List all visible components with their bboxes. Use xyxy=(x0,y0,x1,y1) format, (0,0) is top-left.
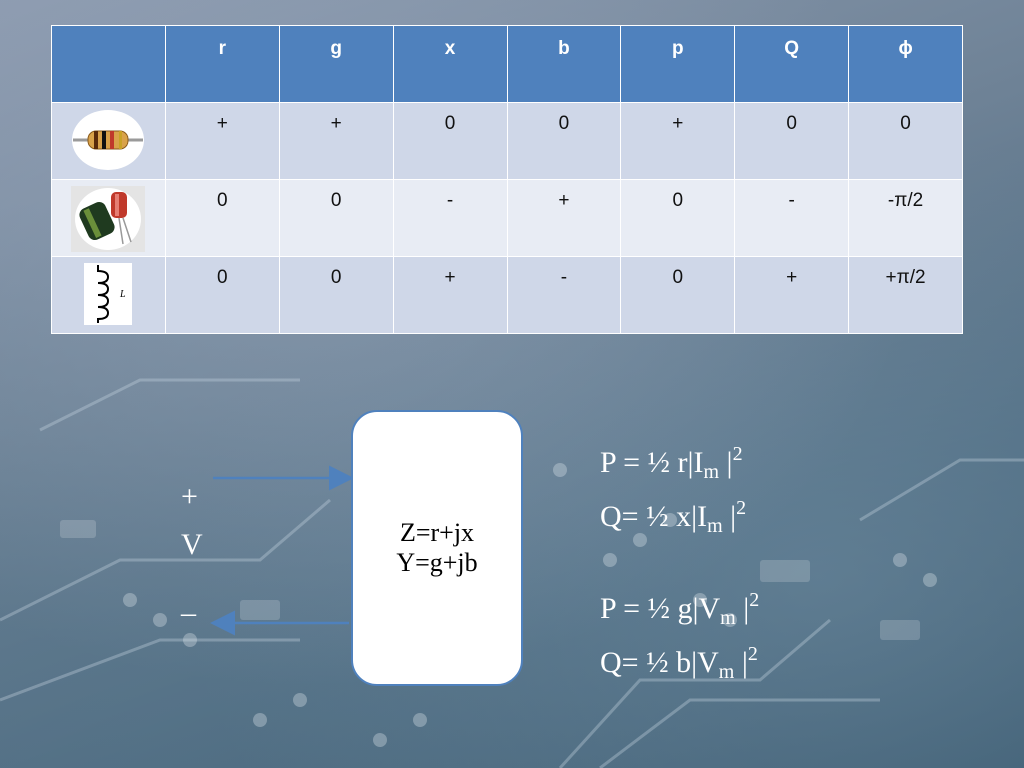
inductor-icon: L xyxy=(84,263,133,325)
header-r: r xyxy=(164,25,280,103)
cell-q: + xyxy=(734,256,850,334)
header-b: b xyxy=(506,25,622,103)
header-phi: ϕ xyxy=(848,25,963,103)
cell-x: - xyxy=(392,179,508,257)
cell-r: 0 xyxy=(164,256,280,334)
cell-q: 0 xyxy=(734,102,850,180)
table-row: L 0 0 + - 0 + +π/2 xyxy=(51,256,963,334)
cell-phi: 0 xyxy=(848,102,963,180)
row-icon-cell xyxy=(51,102,166,180)
cell-g: 0 xyxy=(278,256,394,334)
header-corner xyxy=(51,25,166,103)
cell-p: 0 xyxy=(620,256,736,334)
impedance-text: Z=r+jx xyxy=(399,518,475,547)
cell-p: + xyxy=(620,102,736,180)
cell-b: + xyxy=(506,179,622,257)
cell-phi: -π/2 xyxy=(848,179,963,257)
cell-q: - xyxy=(734,179,850,257)
cell-b: 0 xyxy=(506,102,622,180)
cell-g: 0 xyxy=(278,179,394,257)
minus-terminal-label: _ xyxy=(181,586,196,619)
formula-line: Q= ½ b|Vm |2 xyxy=(600,643,758,683)
voltage-label: V xyxy=(181,528,203,561)
formula-line: Q= ½ x|Im |2 xyxy=(600,497,747,537)
cell-p: 0 xyxy=(620,179,736,257)
cell-r: 0 xyxy=(164,179,280,257)
row-icon-cell: L xyxy=(51,256,166,334)
plus-terminal-label: + xyxy=(181,480,198,513)
table-row: 0 0 - + 0 - -π/2 xyxy=(51,179,963,257)
row-icon-cell xyxy=(51,179,166,257)
header-q: Q xyxy=(734,25,850,103)
admittance-text: Y=g+jb xyxy=(396,548,478,577)
impedance-block: Z=r+jx Y=g+jb xyxy=(351,410,523,686)
cell-x: 0 xyxy=(392,102,508,180)
header-p: p xyxy=(620,25,736,103)
header-x: x xyxy=(392,25,508,103)
table-row: + + 0 0 + 0 0 xyxy=(51,102,963,180)
power-formulas: P = ½ r|Im |2 Q= ½ x|Im |2 P = ½ g|Vm |2… xyxy=(600,436,759,690)
cell-b: - xyxy=(506,256,622,334)
cell-x: + xyxy=(392,256,508,334)
cell-g: + xyxy=(278,102,394,180)
formula-spacer xyxy=(600,544,759,582)
formula-line: P = ½ g|Vm |2 xyxy=(600,589,760,629)
cell-r: + xyxy=(164,102,280,180)
header-g: g xyxy=(278,25,394,103)
component-properties-table: r g x b p Q ϕ + + 0 0 + 0 xyxy=(51,25,963,334)
svg-text:L: L xyxy=(119,289,126,300)
resistor-icon xyxy=(72,110,145,170)
cell-phi: +π/2 xyxy=(848,256,963,334)
formula-line: P = ½ r|Im |2 xyxy=(600,443,743,483)
capacitor-icon xyxy=(71,186,146,252)
table-header-row: r g x b p Q ϕ xyxy=(51,25,963,103)
